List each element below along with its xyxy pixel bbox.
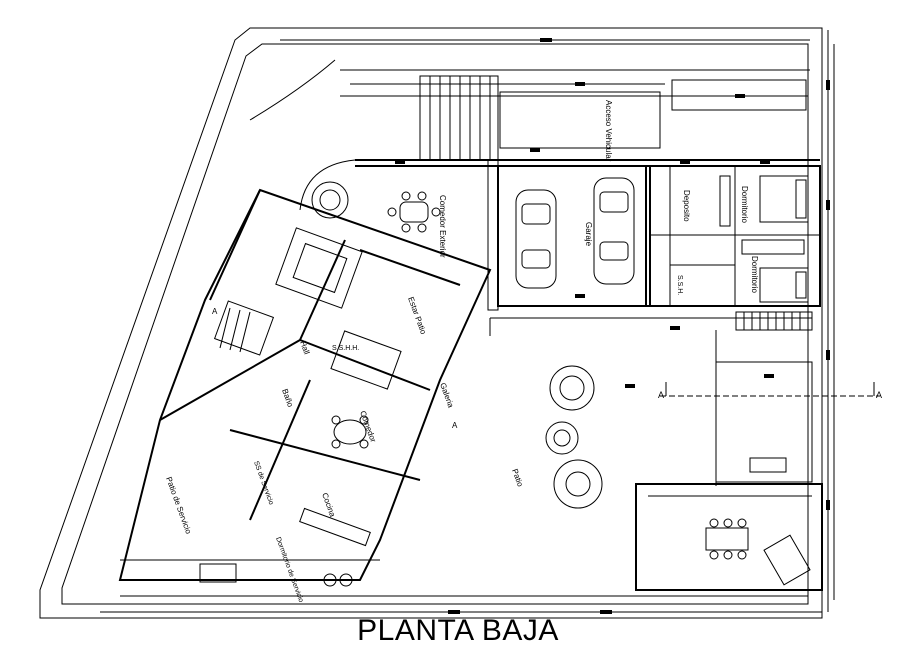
trees: [311, 181, 603, 509]
section-marker-a2: A: [876, 390, 882, 400]
label-patio: Patio: [510, 468, 525, 489]
entrance-stairs: [419, 75, 499, 161]
label-acceso-vehicular: Acceso Vehicular: [604, 100, 613, 162]
label-hall: Hall: [298, 340, 311, 356]
side-stairs: [735, 311, 813, 331]
label-comedor-exterior: Comedor Exterior: [438, 195, 447, 258]
main-house-walls: [118, 188, 492, 581]
bed-2: [759, 267, 809, 303]
label-deposito: Deposito: [682, 190, 691, 222]
label-ssh: S.S.H.: [676, 275, 683, 295]
label-estar: Estar Patio: [406, 296, 428, 336]
label-ss-servicio: SS de Servicio: [252, 460, 274, 506]
label-sshh: S.S.H.H.: [332, 345, 359, 352]
exterior-dining-table: [387, 191, 441, 233]
label-garaje: Garaje: [584, 222, 593, 247]
label-dormitorio-1: Dormitorio: [740, 186, 749, 223]
section-marker-a4: A: [452, 421, 458, 430]
bed-1: [759, 175, 809, 223]
drawing-title: PLANTA BAJA: [357, 614, 559, 647]
sofa-set: [275, 227, 363, 309]
label-bano: Baño: [280, 388, 295, 409]
car-2: [593, 177, 635, 285]
label-dormitorio-servicio: Dormitorio de Servicio: [274, 536, 304, 603]
inner-boundary: [61, 43, 809, 605]
label-patio-servicio: Patio de Servicio: [164, 476, 193, 536]
dining-table: [331, 415, 369, 449]
section-marker-a3: A: [212, 307, 218, 316]
interior-stair: [213, 300, 275, 356]
label-galeria: Galeria: [438, 382, 455, 410]
car-1: [515, 189, 557, 289]
section-marker-a1: A: [658, 390, 664, 400]
property-boundary: [39, 27, 823, 619]
label-dormitorio-2: Dormitorio: [750, 256, 759, 293]
label-comedor: Comedor: [358, 410, 378, 444]
dining-table-small: [705, 518, 749, 560]
